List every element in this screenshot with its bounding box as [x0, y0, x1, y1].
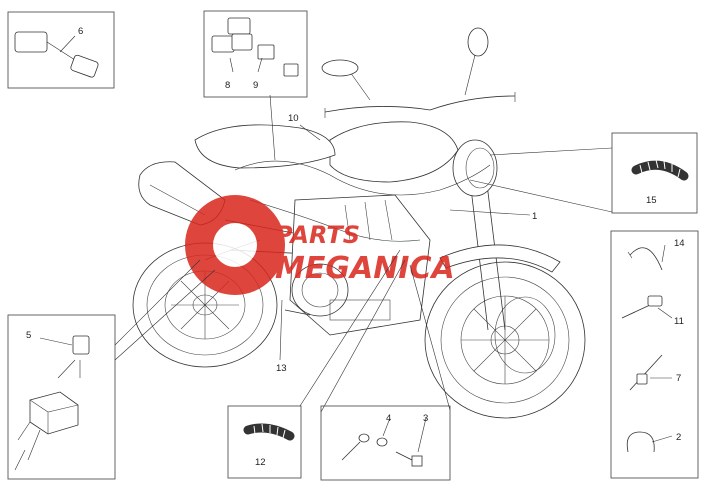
watermark-line1: PARTS [275, 221, 360, 249]
callout-5: 5 [26, 330, 31, 341]
washer-4 [376, 437, 388, 447]
clip-2 [626, 431, 655, 453]
callout-15: 15 [646, 195, 657, 206]
watermark-line2: MEGANICA [275, 251, 455, 286]
inset-part-6 [7, 11, 115, 89]
front-fender [439, 244, 561, 273]
cable-strap-14 [629, 247, 663, 271]
callout-7: 7 [676, 373, 681, 384]
callout-labels: 6 8 9 10 1 15 14 11 7 2 4 3 12 13 5 [26, 26, 685, 468]
relay-socket-9 [283, 63, 299, 77]
callout-4: 4 [386, 413, 391, 424]
corrugated-sheath-12 [243, 423, 295, 441]
inset-parts-8-9 [203, 10, 308, 98]
callout-9: 9 [253, 80, 258, 91]
watermark: PARTS MEGANICA [185, 195, 455, 295]
callout-13: 13 [276, 363, 287, 374]
callout-12: 12 [255, 457, 266, 468]
front-wheel [424, 261, 586, 419]
callout-3: 3 [423, 413, 428, 424]
fuse-5 [72, 335, 90, 355]
relay-9 [257, 44, 275, 60]
fuel-tank [329, 121, 459, 183]
inset-part-5 [7, 314, 116, 480]
main-wiring-harness [234, 160, 491, 196]
callout-8: 8 [225, 80, 230, 91]
callout-6: 6 [78, 26, 83, 37]
cable-tie-11 [621, 304, 651, 319]
left-mirror [321, 59, 359, 77]
inset-part-15 [611, 132, 698, 214]
callout-14: 14 [674, 238, 685, 249]
leader-lines [39, 35, 673, 453]
callout-10: 10 [288, 113, 299, 124]
callout-1: 1 [532, 211, 537, 222]
seat [194, 124, 336, 169]
connector-cap-6 [14, 31, 48, 53]
inset-parts-3-4 [320, 405, 451, 481]
corrugated-sheath-15 [631, 160, 689, 181]
fuse-box [29, 391, 79, 435]
motorcycle-drawing [132, 27, 586, 419]
ground-cable-lug [341, 441, 361, 461]
inset-clips [610, 230, 699, 479]
right-mirror [467, 27, 489, 57]
headlight [452, 139, 498, 197]
inset-part-12 [227, 405, 302, 479]
callout-2: 2 [676, 432, 681, 443]
engine-cover [291, 263, 349, 317]
cable-tie-7 [629, 354, 663, 391]
connector-8 [227, 17, 251, 35]
handlebar [324, 95, 516, 113]
callout-11: 11 [674, 316, 684, 327]
